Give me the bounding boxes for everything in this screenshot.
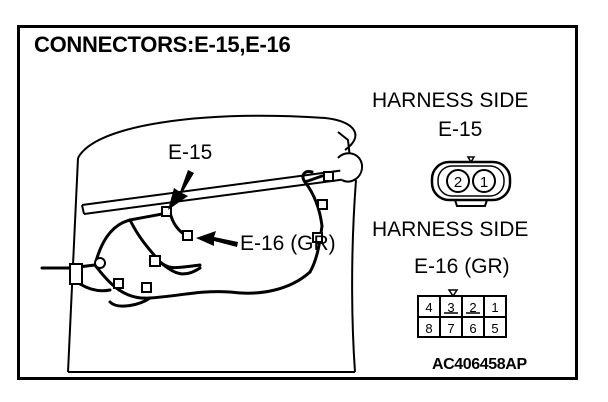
e15-pin-1-label: 1 [480,174,488,191]
harness-clips [69,171,334,293]
belt-moulding [81,169,348,215]
e16-pin-7-label: 7 [447,321,454,336]
connector-e16-face: 4 3 2 1 8 7 6 5 [417,289,507,338]
e15-callout-arrow [168,170,194,210]
e15-pin-2-label: 2 [454,174,462,191]
figure-code: AC406458AP [432,356,527,373]
e16-callout-arrow [196,231,238,247]
door-knob [337,152,364,183]
page-title: CONNECTORS:E-15,E-16 [34,32,291,57]
e16-pin-1-label: 1 [491,300,498,315]
e15-callout-label: E-15 [168,141,213,164]
e16-callout-label: E-16 (GR) [240,232,336,255]
e16-harness-side-heading: HARNESS SIDE [372,218,529,241]
e16-pin-6-label: 6 [469,321,476,336]
e16-pin-2-label: 2 [469,300,476,315]
e16-pin-8-label: 8 [425,321,432,336]
e16-pin-3-label: 3 [447,300,454,315]
e16-connector-id: E-16 (GR) [414,255,510,278]
e16-pin-5-label: 5 [491,321,498,336]
e15-pin-2-cavity [446,169,470,193]
e15-harness-side-heading: HARNESS SIDE [372,89,529,112]
e16-pin-4-label: 4 [425,300,432,315]
connector-e15-face: 2 1 [430,156,512,207]
e15-pin-1-cavity [472,169,496,193]
e15-connector-id: E-15 [438,118,483,141]
